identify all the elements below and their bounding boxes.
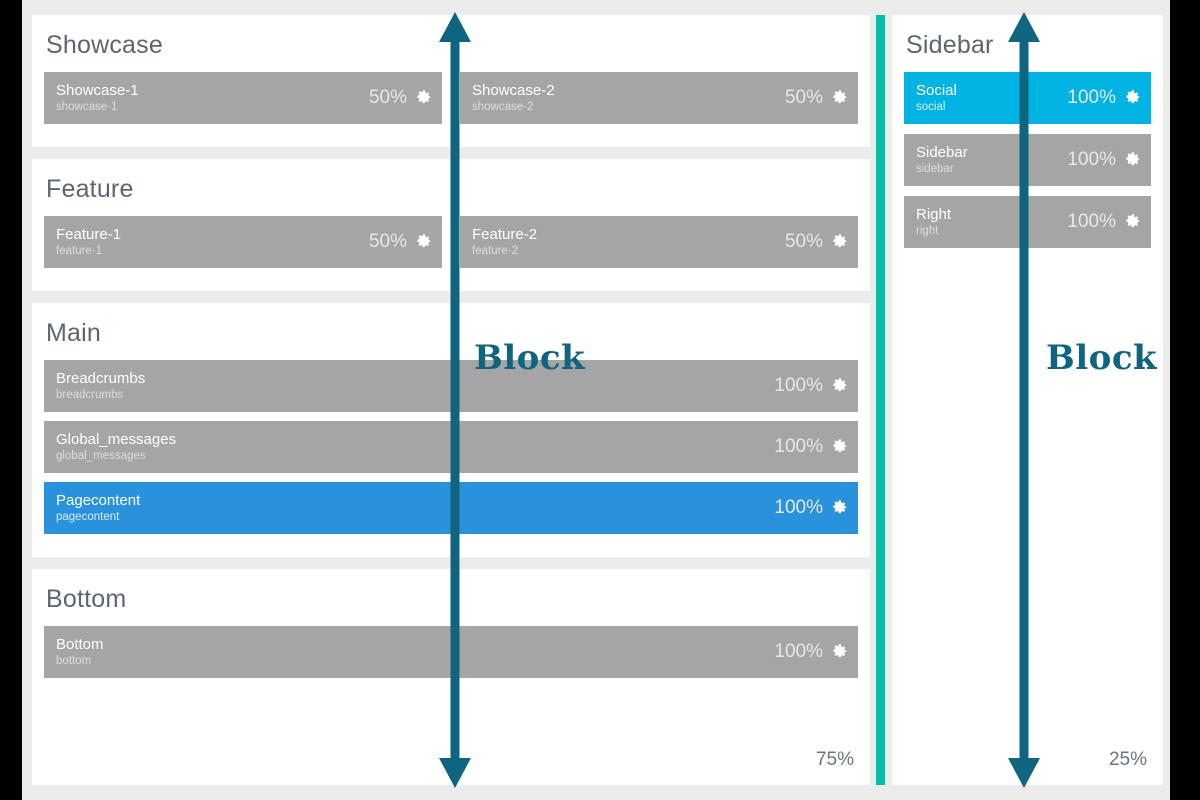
block-key: breadcrumbs xyxy=(56,388,124,401)
block-names: Right right xyxy=(916,207,1067,237)
block-percent: 100% xyxy=(774,436,823,457)
block-key: bottom xyxy=(56,654,92,667)
block-title: Bottom xyxy=(56,636,104,654)
column-divider xyxy=(876,15,885,785)
block-names: Bottom bottom xyxy=(56,637,774,667)
block-key: social xyxy=(916,100,946,113)
gear-icon[interactable] xyxy=(832,378,848,394)
section-title-sidebar: Sidebar xyxy=(906,31,994,59)
rowset-sidebar: Social social 100% Sidebar sidebar 100% xyxy=(892,72,1163,272)
section-divider xyxy=(32,291,870,303)
block-row-showcase-2[interactable]: Showcase-2 showcase-2 50% xyxy=(460,72,858,124)
block-key: pagecontent xyxy=(56,510,120,523)
rowset-showcase: Showcase-1 showcase-1 50% Showcase-2 sho… xyxy=(32,72,870,147)
section-bottom: Bottom Bottom bottom 100% xyxy=(32,569,870,701)
block-row-bottom[interactable]: Bottom bottom 100% xyxy=(44,626,858,678)
block-names: Feature-2 feature-2 xyxy=(472,227,785,257)
block-names: Feature-1 feature-1 xyxy=(56,227,369,257)
main-column: Showcase Showcase-1 showcase-1 50% Showc… xyxy=(32,15,870,785)
block-title: Global_messages xyxy=(56,431,177,449)
block-percent: 100% xyxy=(1067,149,1116,170)
sidebar-column: Sidebar Social social 100% Sidebar sideb xyxy=(892,15,1163,785)
gear-icon[interactable] xyxy=(1125,214,1141,230)
block-percent: 100% xyxy=(774,641,823,662)
section-title-bottom: Bottom xyxy=(46,585,127,613)
block-key: showcase-2 xyxy=(472,100,534,113)
block-row-right[interactable]: Right right 100% xyxy=(904,196,1151,248)
block-key: feature-2 xyxy=(472,244,519,257)
block-percent: 50% xyxy=(368,87,407,108)
block-row-feature-1[interactable]: Feature-1 feature-1 50% xyxy=(44,216,442,268)
block-row-showcase-1[interactable]: Showcase-1 showcase-1 50% xyxy=(44,72,442,124)
gear-icon[interactable] xyxy=(832,644,848,660)
block-percent: 100% xyxy=(774,375,823,396)
block-percent: 100% xyxy=(1067,87,1116,108)
gear-icon[interactable] xyxy=(1125,152,1141,168)
block-names: Sidebar sidebar xyxy=(916,145,1067,175)
block-names: Pagecontent pagecontent xyxy=(56,493,774,523)
section-feature: Feature Feature-1 feature-1 50% Feature-… xyxy=(32,159,870,291)
block-percent: 50% xyxy=(784,231,823,252)
block-row-global-messages[interactable]: Global_messages global_messages 100% xyxy=(44,421,858,473)
block-key: global_messages xyxy=(56,449,146,462)
block-percent: 50% xyxy=(784,87,823,108)
section-main: Main Breadcrumbs breadcrumbs 100% Global… xyxy=(32,303,870,557)
block-title: Pagecontent xyxy=(56,492,141,510)
block-key: right xyxy=(916,224,939,237)
section-divider xyxy=(32,557,870,569)
block-title: Breadcrumbs xyxy=(56,370,146,388)
section-title-showcase: Showcase xyxy=(46,31,163,59)
gear-icon[interactable] xyxy=(416,234,432,250)
block-names: Showcase-1 showcase-1 xyxy=(56,83,369,113)
block-row-breadcrumbs[interactable]: Breadcrumbs breadcrumbs 100% xyxy=(44,360,858,412)
block-caption-sidebar: Block xyxy=(1046,338,1158,378)
section-showcase: Showcase Showcase-1 showcase-1 50% Showc… xyxy=(32,15,870,147)
block-title: Feature-2 xyxy=(472,226,538,244)
block-row-sidebar[interactable]: Sidebar sidebar 100% xyxy=(904,134,1151,186)
gear-icon[interactable] xyxy=(1125,90,1141,106)
block-row-feature-2[interactable]: Feature-2 feature-2 50% xyxy=(460,216,858,268)
gear-icon[interactable] xyxy=(832,90,848,106)
gear-icon[interactable] xyxy=(832,234,848,250)
section-title-main: Main xyxy=(46,319,101,347)
block-names: Social social xyxy=(916,83,1067,113)
block-caption-main: Block xyxy=(474,338,586,378)
section-sidebar: Sidebar Social social 100% Sidebar sideb xyxy=(892,15,1163,272)
block-percent: 100% xyxy=(1067,211,1116,232)
rowset-bottom: Bottom bottom 100% xyxy=(32,626,870,701)
block-title: Showcase-2 xyxy=(472,82,555,100)
block-percent: 100% xyxy=(774,497,823,518)
gear-icon[interactable] xyxy=(832,439,848,455)
block-row-social[interactable]: Social social 100% xyxy=(904,72,1151,124)
sidebar-column-percent: 25% xyxy=(1108,749,1147,770)
block-names: Breadcrumbs breadcrumbs xyxy=(56,371,774,401)
block-key: feature-1 xyxy=(56,244,103,257)
section-title-feature: Feature xyxy=(46,175,134,203)
block-title: Social xyxy=(916,82,957,100)
block-key: showcase-1 xyxy=(56,100,118,113)
block-percent: 50% xyxy=(368,231,407,252)
rowset-main: Breadcrumbs breadcrumbs 100% Global_mess… xyxy=(32,360,870,557)
rowset-feature: Feature-1 feature-1 50% Feature-2 featur… xyxy=(32,216,870,291)
block-title: Sidebar xyxy=(916,144,968,162)
block-title: Feature-1 xyxy=(56,226,122,244)
main-column-percent: 75% xyxy=(815,749,854,770)
block-title: Showcase-1 xyxy=(56,82,139,100)
section-divider xyxy=(32,147,870,159)
block-key: sidebar xyxy=(916,162,954,175)
gear-icon[interactable] xyxy=(832,500,848,516)
block-title: Right xyxy=(916,206,952,224)
block-names: Showcase-2 showcase-2 xyxy=(472,83,785,113)
block-row-pagecontent[interactable]: Pagecontent pagecontent 100% xyxy=(44,482,858,534)
block-names: Global_messages global_messages xyxy=(56,432,774,462)
gear-icon[interactable] xyxy=(416,90,432,106)
